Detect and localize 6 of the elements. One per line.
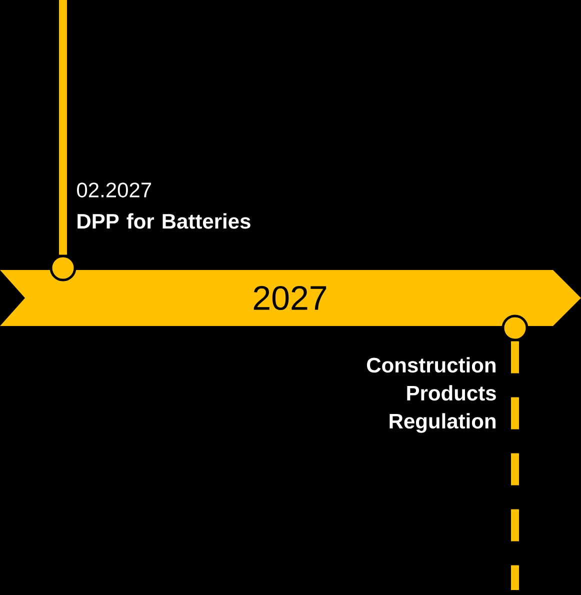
timeline-band: 2027 (0, 270, 581, 326)
dashed-timeline-line (511, 341, 519, 590)
date-label: 02.2027 (77, 182, 152, 198)
milestone-label: Construction Products Regulation (367, 357, 496, 433)
milestone-label: DPP for Batteries (78, 213, 250, 229)
timeline-line (59, 0, 67, 255)
